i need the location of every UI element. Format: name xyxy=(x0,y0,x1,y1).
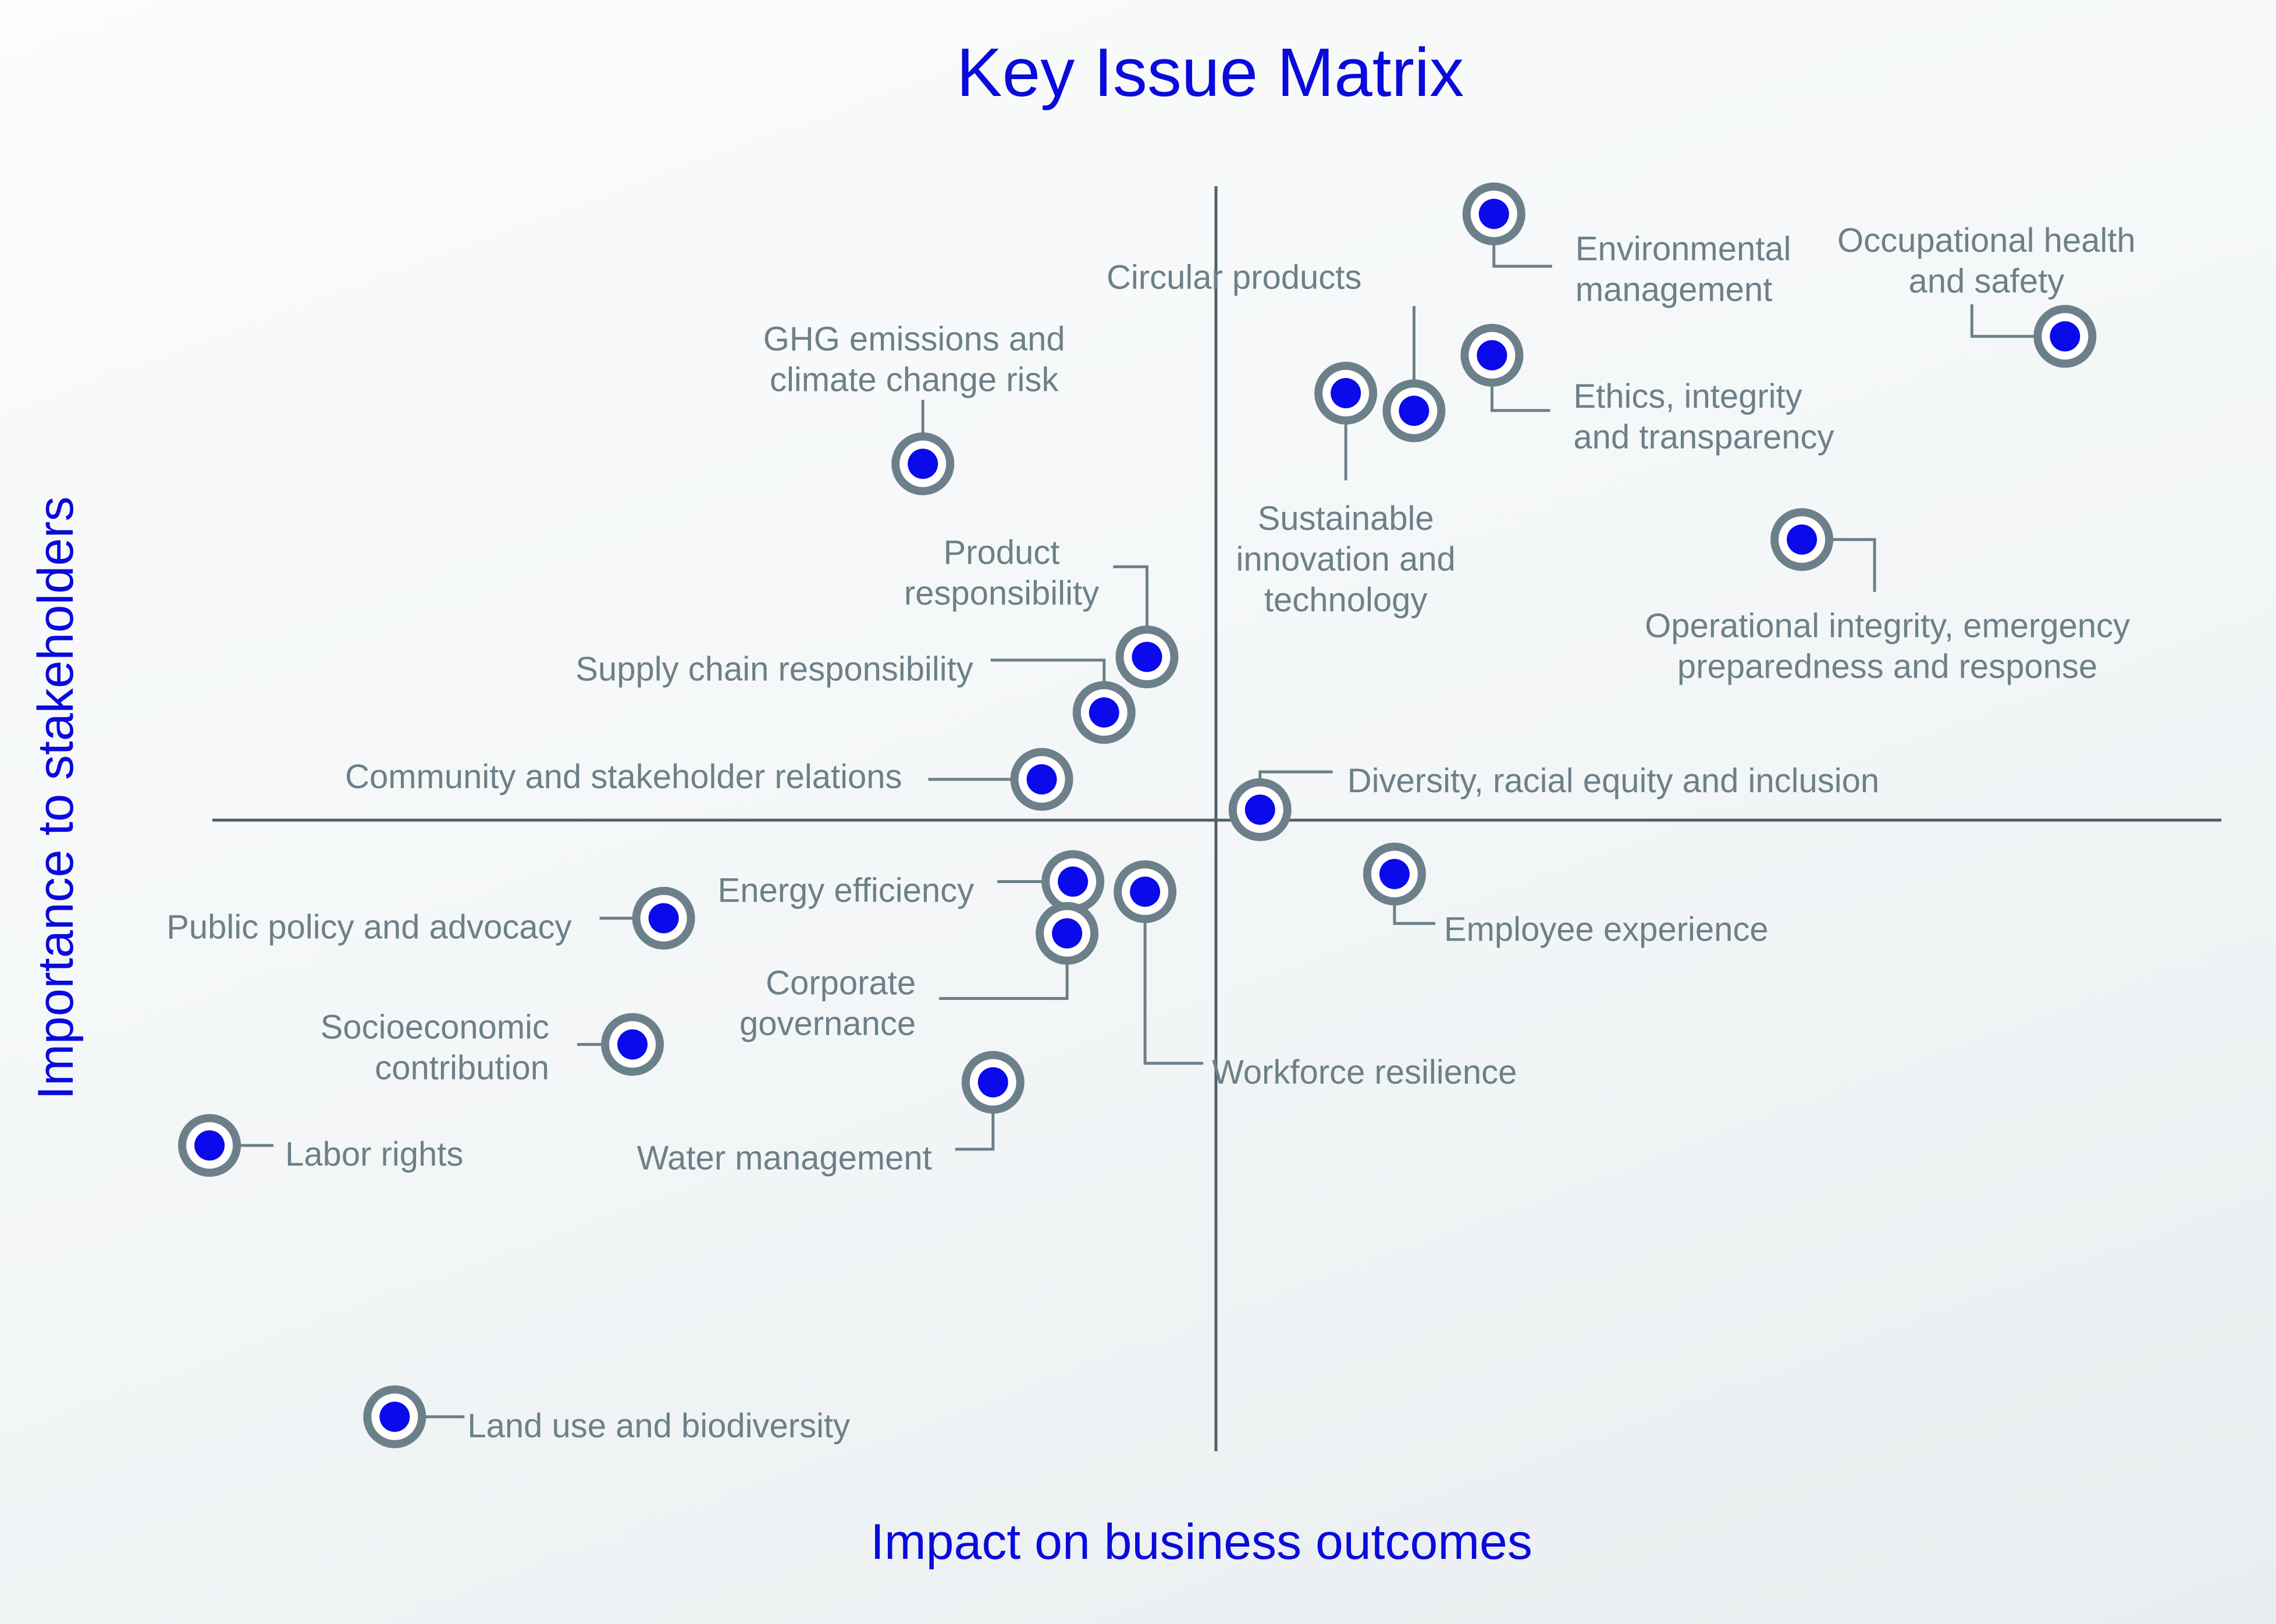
data-point-dot xyxy=(908,448,938,479)
data-point xyxy=(1314,361,1378,425)
data-point-dot xyxy=(1244,794,1275,825)
data-point-dot xyxy=(617,1029,648,1060)
data-label: Community and stakeholder relations xyxy=(345,758,902,796)
data-point xyxy=(1010,747,1073,811)
data-label: Public policy and advocacy xyxy=(166,909,571,946)
data-point-dot xyxy=(1089,697,1119,728)
data-label: Diversity, racial equity and inclusion xyxy=(1347,762,1879,800)
data-point xyxy=(178,1114,241,1177)
data-point-dot xyxy=(1132,642,1162,672)
data-point xyxy=(363,1385,426,1448)
data-label: Supply chain responsibility xyxy=(575,650,973,688)
data-point xyxy=(1363,842,1426,906)
data-point xyxy=(1228,778,1292,841)
data-label: Workforce resilience xyxy=(1212,1053,1517,1091)
data-point-dot xyxy=(1379,859,1410,889)
data-point-dot xyxy=(1052,918,1083,949)
data-point-dot xyxy=(2050,321,2081,352)
data-point xyxy=(891,432,955,496)
data-point-dot xyxy=(1399,396,1429,426)
data-label: Land use and biodiversity xyxy=(467,1407,850,1445)
data-point xyxy=(1041,850,1105,913)
data-point xyxy=(1460,323,1524,387)
data-point xyxy=(1382,379,1446,443)
data-point xyxy=(1036,902,1099,965)
data-label: Employee experience xyxy=(1444,911,1769,949)
data-point xyxy=(2033,305,2097,368)
chart-title: Key Issue Matrix xyxy=(956,34,1464,111)
data-point-dot xyxy=(379,1401,410,1432)
data-point-dot xyxy=(1026,764,1057,795)
data-point xyxy=(1115,625,1179,689)
data-point-dot xyxy=(1787,524,1818,555)
data-points xyxy=(178,182,2097,1448)
data-label: Water management xyxy=(637,1139,932,1177)
data-point-dot xyxy=(1331,377,1361,408)
data-label: Labor rights xyxy=(285,1135,463,1173)
data-point-dot xyxy=(1478,198,1509,229)
data-point xyxy=(1114,860,1177,924)
data-point-dot xyxy=(1477,340,1507,371)
leader-line xyxy=(1143,892,1204,1065)
data-point-dot xyxy=(1130,877,1161,907)
data-label: Energy efficiency xyxy=(718,872,975,910)
data-point-dot xyxy=(1058,866,1089,897)
data-point xyxy=(1462,182,1525,245)
data-point-dot xyxy=(194,1130,225,1161)
x-axis-title: Impact on business outcomes xyxy=(870,1514,1532,1570)
y-axis-title: Importance to stakeholders xyxy=(28,496,84,1099)
data-label: Circular products xyxy=(1107,258,1361,296)
data-point-dot xyxy=(648,903,679,934)
data-point xyxy=(1770,508,1834,571)
data-point xyxy=(601,1013,664,1076)
data-point xyxy=(961,1050,1025,1114)
data-point xyxy=(1072,681,1136,744)
data-point-dot xyxy=(977,1067,1008,1098)
data-point xyxy=(632,886,695,950)
